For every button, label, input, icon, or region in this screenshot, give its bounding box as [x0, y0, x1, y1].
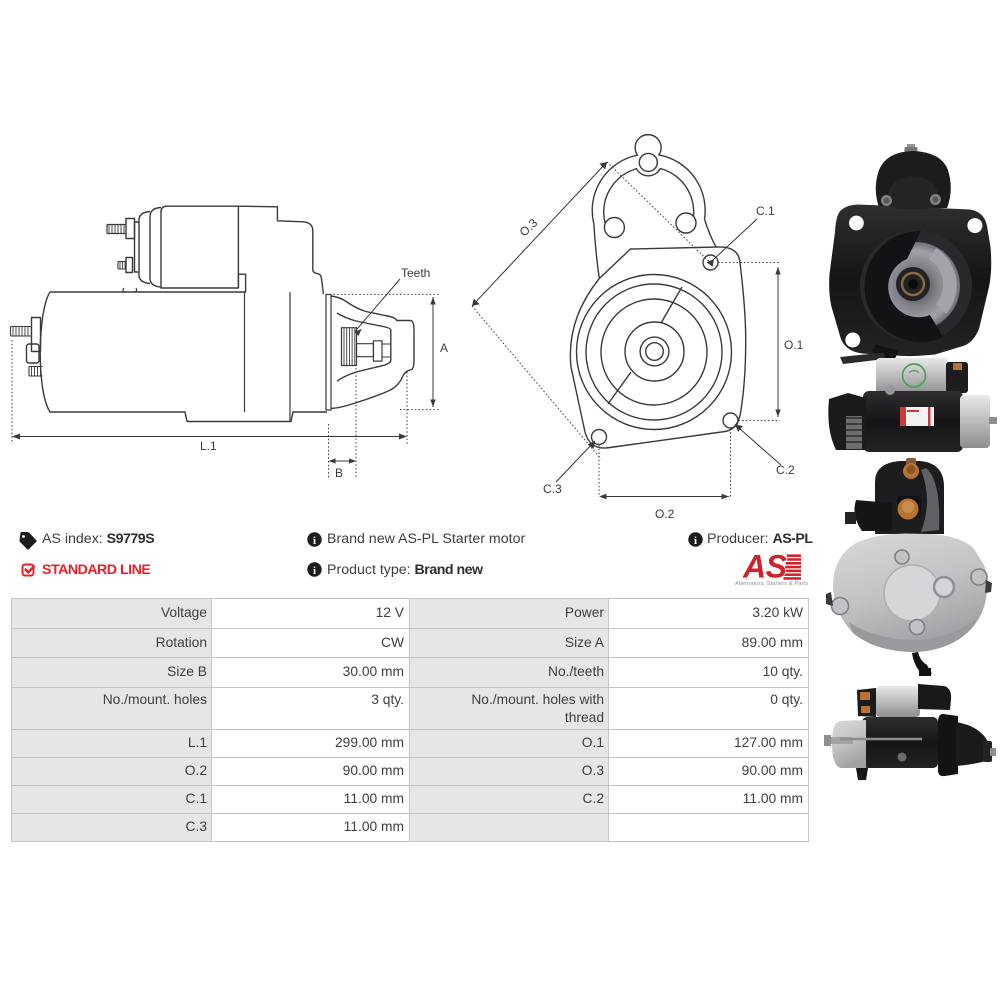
svg-text:O.1: O.1: [784, 338, 804, 352]
svg-text:C.2: C.2: [776, 463, 795, 477]
svg-text:C.1: C.1: [756, 204, 775, 218]
svg-text:O.3: O.3: [517, 216, 541, 240]
svg-text:i: i: [313, 565, 316, 577]
svg-text:i: i: [313, 535, 316, 547]
svg-text:C.3: C.3: [543, 482, 562, 496]
svg-text:L.1: L.1: [200, 439, 217, 453]
svg-text:A: A: [440, 341, 448, 355]
svg-text:AS: AS: [742, 549, 788, 585]
svg-text:Teeth: Teeth: [401, 266, 430, 280]
svg-text:i: i: [694, 535, 697, 547]
svg-text:Alternators, Starters & Parts: Alternators, Starters & Parts: [735, 581, 808, 587]
svg-text:B: B: [335, 466, 343, 480]
svg-text:O.2: O.2: [655, 507, 675, 521]
